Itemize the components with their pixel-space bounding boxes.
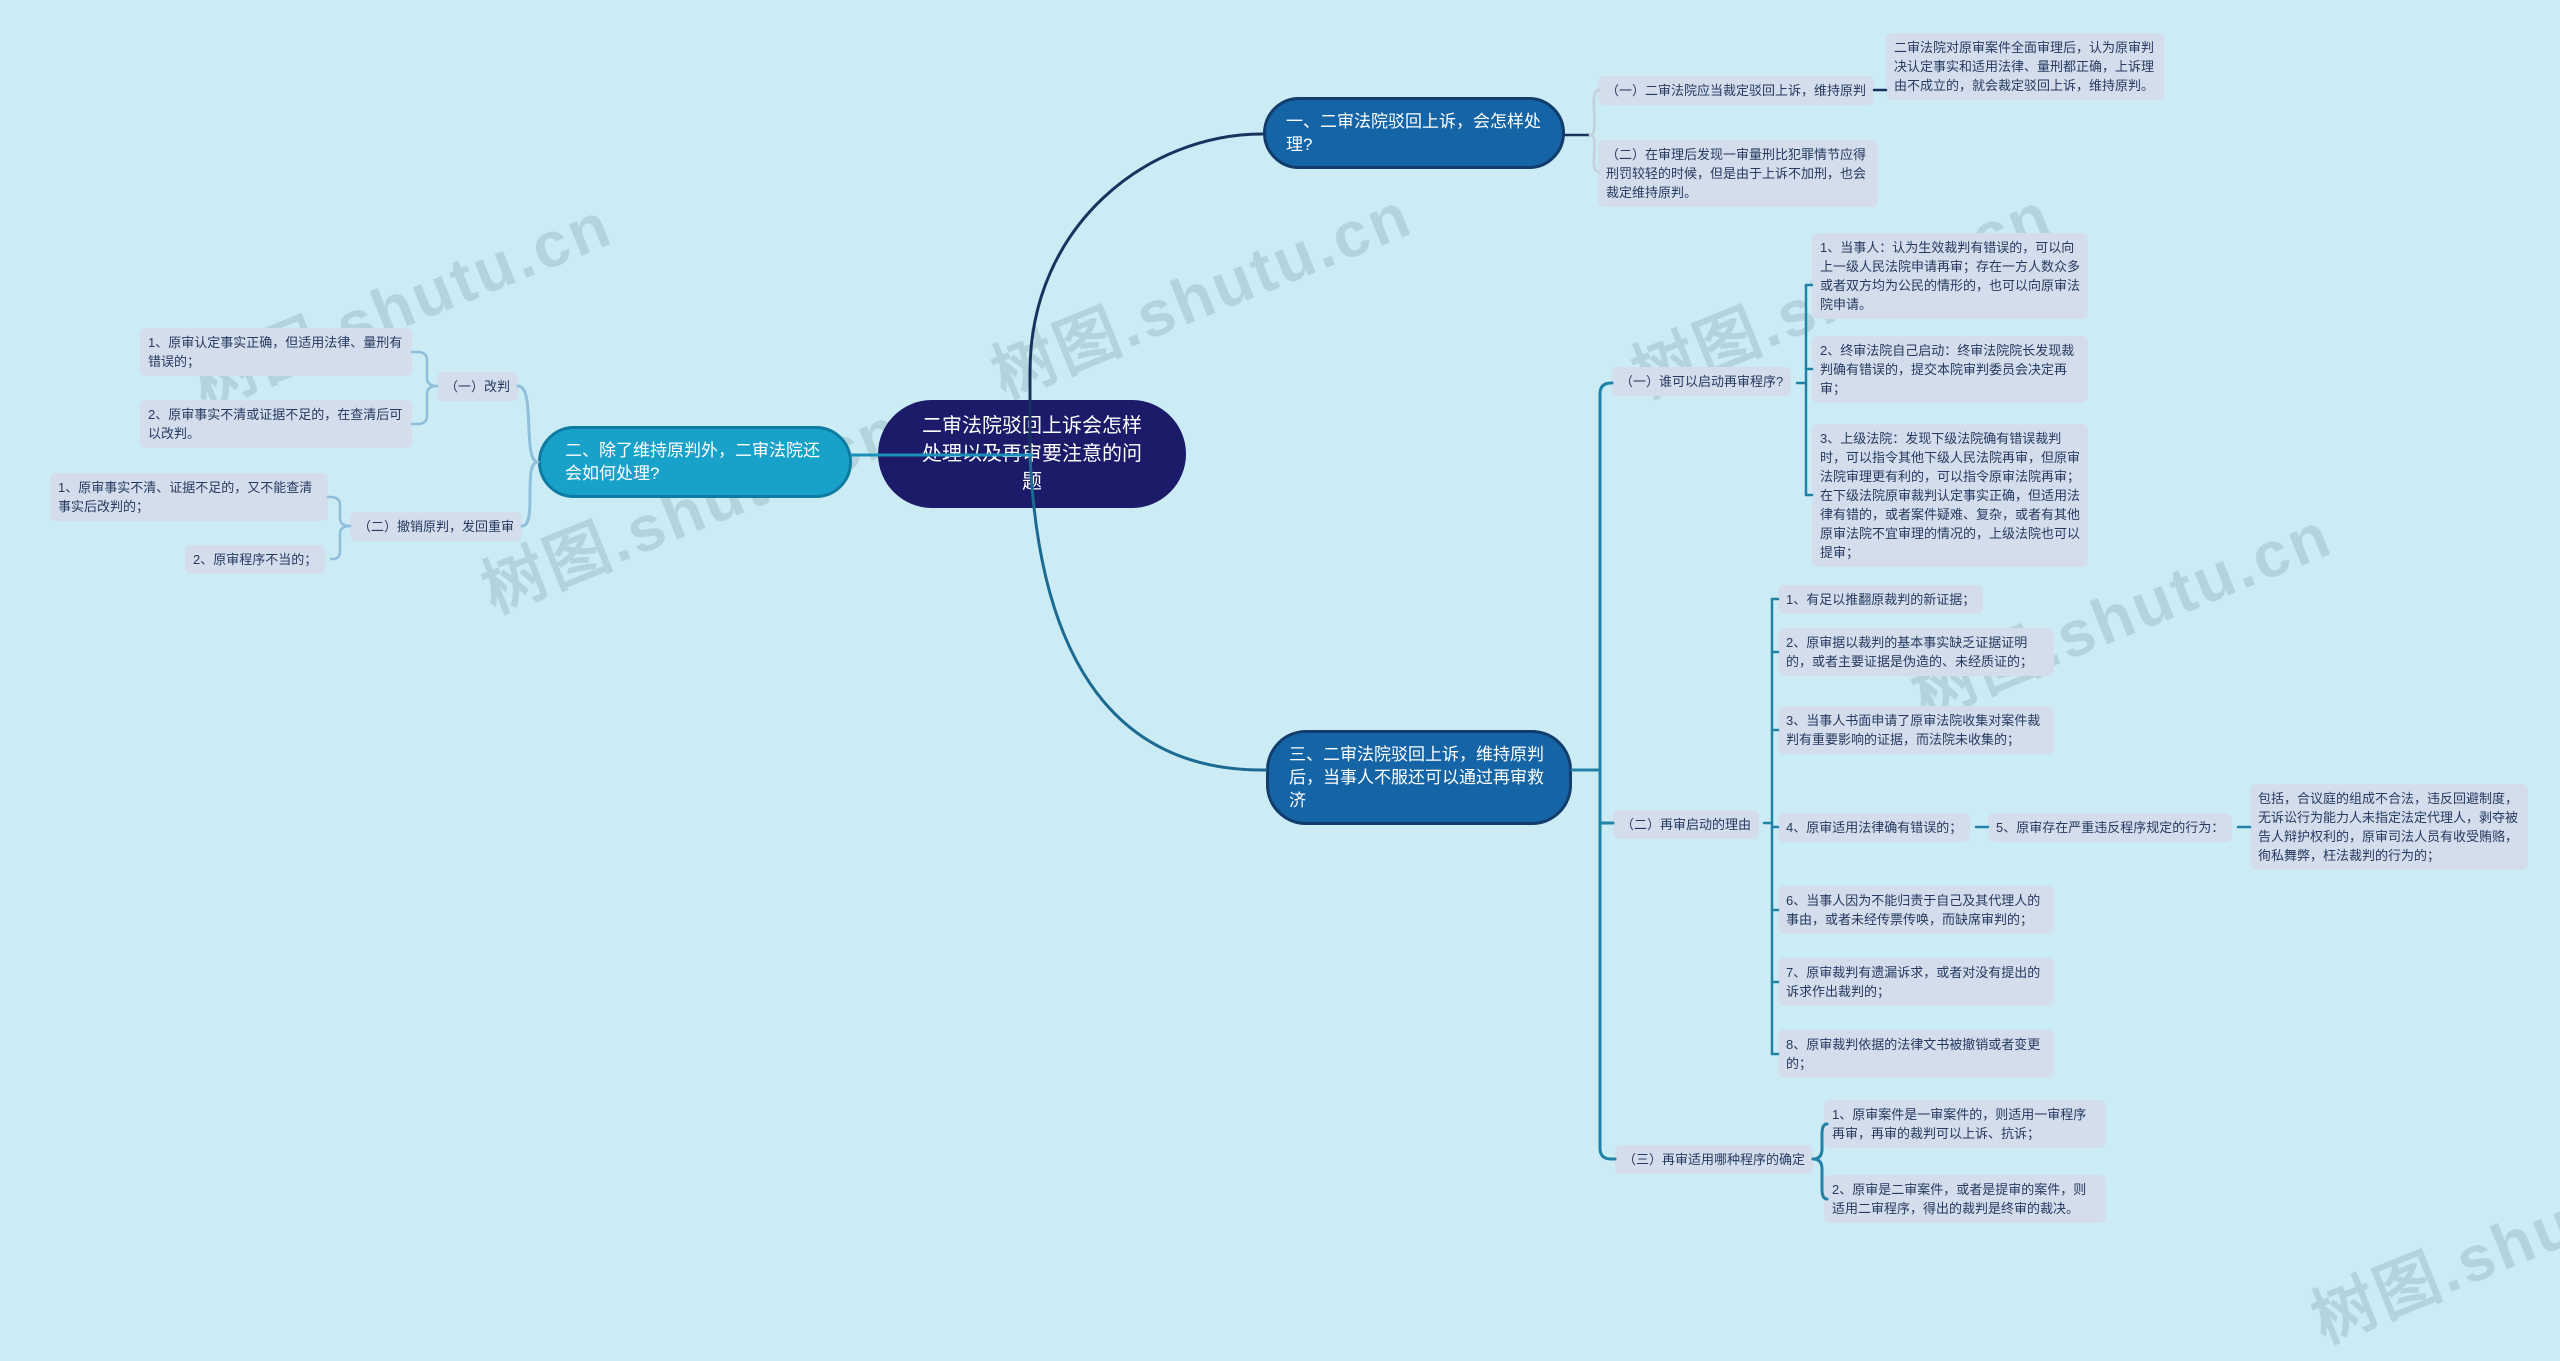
edge-branch2-sub2 <box>520 460 540 528</box>
group2-item4[interactable]: 4、原审适用法律确有错误的； <box>1778 813 1971 842</box>
branch-two-sub1-item2[interactable]: 2、原审事实不清或证据不足的，在查清后可以改判。 <box>140 400 412 448</box>
edge-sub1-leaf1 <box>410 350 439 388</box>
group3-item1[interactable]: 1、原审案件是一审案件的，则适用一审程序再审，再审的裁判可以上诉、抗诉； <box>1824 1100 2106 1148</box>
group2-item5[interactable]: 5、原审存在严重违反程序规定的行为： <box>1988 813 2233 842</box>
group3-item2[interactable]: 2、原审是二审案件，或者是提审的案件，则适用二审程序，得出的裁判是终审的裁决。 <box>1824 1175 2106 1223</box>
edge-sub1-leaf2 <box>410 384 439 426</box>
branch-two-sub2-item2[interactable]: 2、原审程序不当的； <box>185 545 326 574</box>
branch-two-sub2-item1[interactable]: 1、原审事实不清、证据不足的，又不能查清事实后改判的； <box>50 473 328 521</box>
group1-item3[interactable]: 3、上级法院：发现下级法院确有错误裁判时，可以指令其他下级人民法院再审，但原审法… <box>1812 424 2088 567</box>
edge-sub2-leaf1 <box>326 495 352 528</box>
branch-one-child1[interactable]: （一）二审法院应当裁定驳回上诉，维持原判 <box>1598 76 1875 105</box>
branch-two-sub1[interactable]: （一）改判 <box>437 372 519 401</box>
group2-item3[interactable]: 3、当事人书面申请了原审法院收集对案件裁判有重要影响的证据，而法院未收集的； <box>1778 706 2054 754</box>
root-topic[interactable]: 二审法院驳回上诉会怎样处理以及再审要注意的问题 <box>878 400 1186 508</box>
group2-item2[interactable]: 2、原审据以裁判的基本事实缺乏证据证明的，或者主要证据是伪造的、未经质证的； <box>1778 628 2054 676</box>
edge-group1-trunk <box>1795 283 1808 497</box>
group2-item8[interactable]: 8、原审裁判依据的法律文书被撤销或者变更的； <box>1778 1030 2054 1078</box>
group2-item5-note[interactable]: 包括，合议庭的组成不合法，违反回避制度，无诉讼行为能力人未指定法定代理人，剥夺被… <box>2250 784 2528 870</box>
group1-item1[interactable]: 1、当事人：认为生效裁判有错误的，可以向上一级人民法院申请再审；存在一方人数众多… <box>1812 233 2088 319</box>
edge-group2-trunk <box>1762 597 1774 1056</box>
group2-label[interactable]: （二）再审启动的理由 <box>1613 810 1760 839</box>
watermark: 树图.shutu.cn <box>471 392 912 627</box>
branch-two-sub2[interactable]: （二）撤销原判，发回重审 <box>350 512 523 541</box>
group1-item2[interactable]: 2、终审法院自己启动：终审法院院长发现裁判确有错误的，提交本院审判委员会决定再审… <box>1812 336 2088 403</box>
watermark: 树图.shutu.cn <box>2301 1122 2560 1357</box>
group2-item1[interactable]: 1、有足以推翻原裁判的新证据； <box>1778 585 1984 614</box>
group3-label[interactable]: （三）再审适用哪种程序的确定 <box>1615 1145 1814 1174</box>
branch-one-child1-note[interactable]: 二审法院对原审案件全面审理后，认为原审判决认定事实和适用法律、量刑都正确，上诉理… <box>1886 33 2164 100</box>
edge-branch3-group1 <box>1598 381 1614 772</box>
group2-item7[interactable]: 7、原审裁判有遗漏诉求，或者对没有提出的诉求作出裁判的； <box>1778 958 2054 1006</box>
branch-two-sub1-item1[interactable]: 1、原审认定事实正确，但适用法律、量刑有错误的； <box>140 328 412 376</box>
branch-one-child2[interactable]: （二）在审理后发现一审量刑比犯罪情节应得刑罚较轻的时候，但是由于上诉不加刑，也会… <box>1598 140 1878 207</box>
mindmap-canvas: { "watermark": { "text": "树图.shutu.cn" }… <box>50 33 2560 1357</box>
group1-label[interactable]: （一）谁可以启动再审程序? <box>1612 367 1792 396</box>
branch-two-topic[interactable]: 二、除了维持原判外，二审法院还会如何处理? <box>538 426 852 498</box>
branch-three-topic[interactable]: 三、二审法院驳回上诉，维持原判后，当事人不服还可以通过再审救济 <box>1266 730 1572 825</box>
edge-sub2-leaf2 <box>329 524 352 561</box>
connector-layer <box>326 88 2252 1201</box>
watermark: 树图.shutu.cn <box>981 177 1422 412</box>
watermark: 树图.shutu.cn <box>181 187 622 422</box>
branch-one-topic[interactable]: 一、二审法院驳回上诉，会怎样处理? <box>1263 97 1565 169</box>
edge-branch2-sub1 <box>516 384 540 464</box>
group2-item6[interactable]: 6、当事人因为不能归责于自己及其代理人的事由，或者未经传票传唤，而缺席审判的； <box>1778 886 2054 934</box>
